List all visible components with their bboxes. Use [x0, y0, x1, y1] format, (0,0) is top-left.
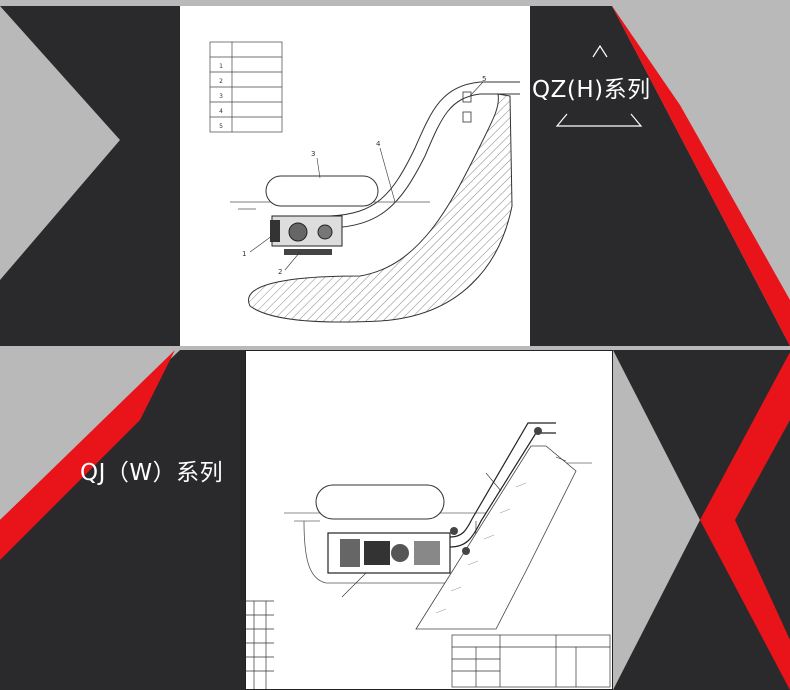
installation-drawing-2 — [246, 422, 611, 689]
top-left-dark-chevron — [0, 6, 180, 346]
callout-2: 2 — [278, 268, 282, 276]
callout-4: 4 — [376, 140, 381, 148]
top-right-red-stripe — [612, 6, 790, 346]
installation-drawing-1: 1 2 3 4 5 — [209, 41, 520, 323]
submersible-pump — [270, 215, 343, 255]
slope-bank — [415, 445, 577, 630]
pipe-joint — [534, 427, 542, 435]
triangle-outline-icon — [555, 44, 643, 127]
parts-table — [209, 41, 283, 133]
outlet-pipe-inner — [329, 81, 520, 217]
pipe-flange — [462, 91, 472, 103]
bottom-right-red-stripe — [700, 352, 790, 690]
outlet-pipe — [449, 432, 556, 548]
bottom-left-red-stripe — [0, 350, 175, 560]
pipe-joint — [462, 547, 470, 555]
outlet-pipe — [329, 93, 520, 229]
pump-platform — [327, 532, 451, 574]
float-drum — [315, 484, 445, 520]
callout-3: 3 — [311, 150, 315, 158]
title-block — [451, 634, 611, 688]
side-title-strip — [246, 600, 274, 689]
callout-5: 5 — [482, 75, 486, 83]
part-no: 1 — [219, 63, 223, 70]
series-label-qzh: QZ(H)系列 — [532, 77, 651, 103]
slope-bank — [248, 93, 513, 323]
part-no: 2 — [219, 78, 223, 85]
float-drum — [265, 175, 379, 207]
top-right-dark-panel — [530, 6, 790, 346]
outlet-pipe-inner — [449, 422, 556, 538]
bottom-left-dark-panel — [0, 350, 245, 690]
part-no: 5 — [219, 123, 223, 130]
part-no: 4 — [219, 108, 223, 115]
pipe-flange — [462, 111, 472, 123]
callout-1: 1 — [242, 250, 246, 258]
series-label-qjw: QJ（W）系列 — [80, 460, 224, 486]
pipe-joint — [450, 527, 458, 535]
drawing-sheet-2 — [245, 350, 613, 690]
part-no: 3 — [219, 93, 223, 100]
drawing-sheet-1: 1 2 3 4 5 — [180, 6, 530, 346]
